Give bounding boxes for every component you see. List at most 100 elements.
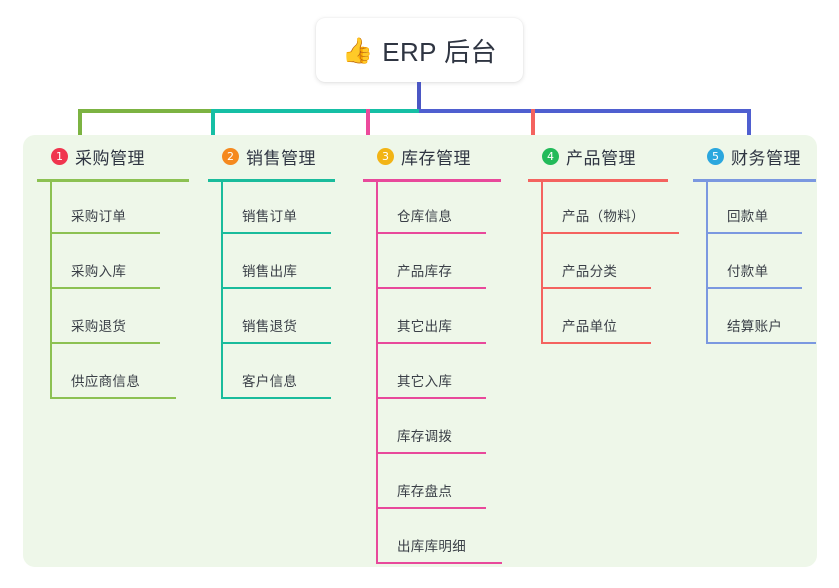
leaf-item[interactable]: 库存调拨 [376, 399, 486, 454]
column-badge-4: 4 [542, 148, 559, 165]
drop-line-column-2 [211, 109, 215, 150]
leaf-underline [50, 287, 160, 289]
column-header-3[interactable]: 3 库存管理 [377, 144, 471, 169]
leaf-label: 采购退货 [71, 319, 127, 334]
leaf-label: 其它入库 [397, 374, 453, 389]
leaf-label: 产品库存 [397, 264, 453, 279]
leaf-item[interactable]: 销售出库 [221, 234, 331, 289]
diagram-panel: 1 采购管理采购订单采购入库采购退货供应商信息 2 销售管理销售订单销售出库销售退货客… [23, 135, 817, 567]
root-node-title: ERP 后台 [382, 36, 497, 67]
leaf-item[interactable]: 其它入库 [376, 344, 486, 399]
column-spine-4 [541, 179, 543, 344]
leaf-underline [221, 342, 331, 344]
leaf-underline [541, 342, 651, 344]
leaf-item[interactable]: 结算账户 [706, 289, 816, 344]
column-rule-2 [208, 179, 335, 182]
leaf-label: 销售退货 [242, 319, 298, 334]
leaf-label: 结算账户 [727, 319, 783, 334]
leaf-label: 仓库信息 [397, 209, 453, 224]
column-header-2[interactable]: 2 销售管理 [222, 144, 316, 169]
column-header-1[interactable]: 1 采购管理 [51, 144, 145, 169]
root-node-content: 👍 ERP 后台 [342, 32, 497, 69]
leaf-underline [50, 342, 160, 344]
column-badge-2: 2 [222, 148, 239, 165]
leaf-item[interactable]: 销售订单 [221, 179, 331, 234]
column-header-4[interactable]: 4 产品管理 [542, 144, 636, 169]
column-title-1: 采购管理 [75, 149, 145, 168]
thumbs-up-icon: 👍 [342, 35, 374, 65]
leaf-label: 销售出库 [242, 264, 298, 279]
column-rule-3 [363, 179, 501, 182]
leaf-underline [221, 287, 331, 289]
leaf-underline [376, 287, 486, 289]
column-rule-5 [693, 179, 816, 182]
leaf-label: 出库库明细 [397, 539, 466, 554]
leaf-item[interactable]: 产品库存 [376, 234, 486, 289]
leaf-label: 库存盘点 [397, 484, 453, 499]
leaf-item[interactable]: 产品单位 [541, 289, 651, 344]
leaf-item[interactable]: 仓库信息 [376, 179, 486, 234]
leaf-underline [221, 397, 331, 399]
trunk-segment-right [419, 109, 749, 113]
leaf-item[interactable]: 客户信息 [221, 344, 331, 399]
column-title-2: 销售管理 [246, 149, 316, 168]
leaf-underline [706, 232, 802, 234]
column-badge-1: 1 [51, 148, 68, 165]
column-spine-5 [706, 179, 708, 344]
leaf-label: 采购入库 [71, 264, 127, 279]
leaf-item[interactable]: 采购入库 [50, 234, 160, 289]
trunk-segment-left [80, 109, 213, 113]
root-node-card[interactable]: 👍 ERP 后台 [316, 18, 523, 82]
leaf-item[interactable]: 产品分类 [541, 234, 651, 289]
leaf-item[interactable]: 产品（物料） [541, 179, 679, 234]
root-stem-line [417, 82, 421, 113]
column-spine-1 [50, 179, 52, 399]
leaf-underline [50, 397, 176, 399]
leaf-item[interactable]: 采购退货 [50, 289, 160, 344]
leaf-underline [221, 232, 331, 234]
leaf-item[interactable]: 供应商信息 [50, 344, 176, 399]
leaf-item[interactable]: 销售退货 [221, 289, 331, 344]
column-spine-2 [221, 179, 223, 399]
column-badge-5: 5 [707, 148, 724, 165]
leaf-item[interactable]: 回款单 [706, 179, 802, 234]
leaf-underline [376, 342, 486, 344]
leaf-label: 产品单位 [562, 319, 618, 334]
column-header-5[interactable]: 5 财务管理 [707, 144, 801, 169]
drop-line-column-1 [78, 109, 82, 150]
leaf-label: 库存调拨 [397, 429, 453, 444]
leaf-item[interactable]: 出库库明细 [376, 509, 502, 564]
leaf-label: 产品（物料） [562, 209, 645, 224]
leaf-item[interactable]: 付款单 [706, 234, 802, 289]
leaf-label: 产品分类 [562, 264, 618, 279]
trunk-segment-mid [213, 109, 419, 113]
drop-line-column-4 [531, 109, 535, 150]
leaf-underline [50, 232, 160, 234]
column-title-5: 财务管理 [731, 149, 801, 168]
leaf-underline [376, 507, 486, 509]
drop-line-column-3 [366, 109, 370, 150]
leaf-underline [376, 562, 502, 564]
leaf-item[interactable]: 其它出库 [376, 289, 486, 344]
column-title-4: 产品管理 [566, 149, 636, 168]
leaf-underline [706, 287, 802, 289]
leaf-label: 采购订单 [71, 209, 127, 224]
drop-line-column-5 [747, 109, 751, 150]
leaf-underline [706, 342, 816, 344]
leaf-underline [541, 232, 679, 234]
leaf-underline [376, 232, 486, 234]
leaf-label: 销售订单 [242, 209, 298, 224]
column-rule-4 [528, 179, 668, 182]
leaf-label: 客户信息 [242, 374, 298, 389]
leaf-underline [376, 452, 486, 454]
leaf-underline [376, 397, 486, 399]
leaf-item[interactable]: 采购订单 [50, 179, 160, 234]
column-badge-3: 3 [377, 148, 394, 165]
column-title-3: 库存管理 [401, 149, 471, 168]
leaf-item[interactable]: 库存盘点 [376, 454, 486, 509]
leaf-label: 供应商信息 [71, 374, 140, 389]
leaf-label: 回款单 [727, 209, 769, 224]
column-rule-1 [37, 179, 189, 182]
leaf-label: 付款单 [727, 264, 769, 279]
column-spine-3 [376, 179, 378, 564]
